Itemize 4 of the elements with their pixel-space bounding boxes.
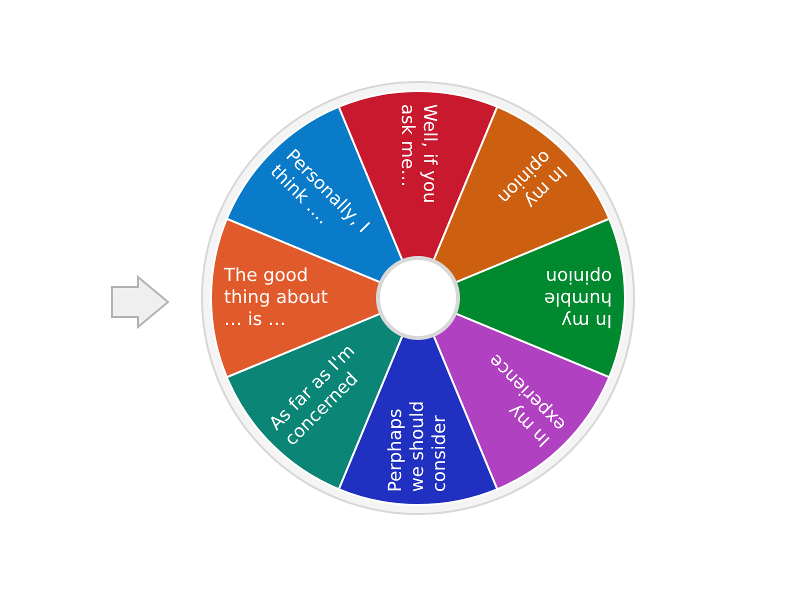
segment-label: Perphaps we should consider xyxy=(385,400,451,492)
segment-label: Well, if you ask me… xyxy=(396,104,440,206)
segment-label: The good thing about … is … xyxy=(224,265,329,331)
segment-label: In my humble opinion xyxy=(543,265,612,331)
